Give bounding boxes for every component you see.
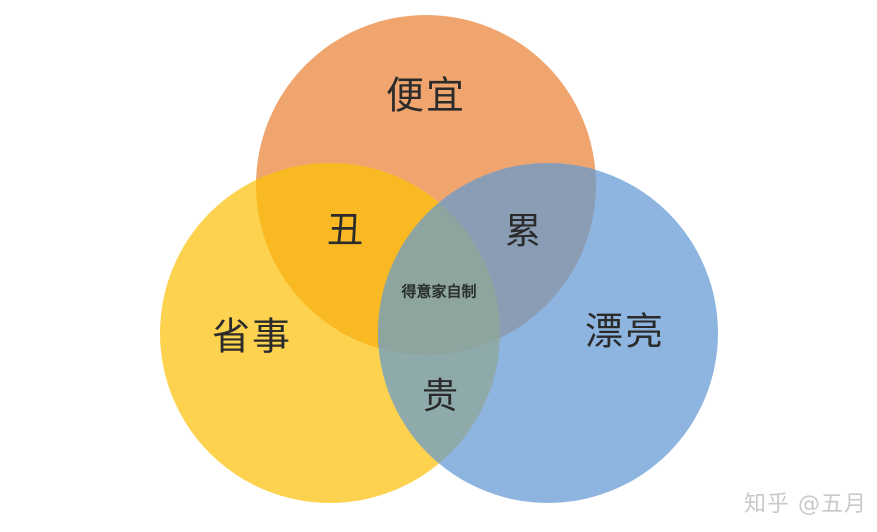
label-ugly: 丑 [326, 210, 364, 251]
label-center: 得意家自制 [401, 282, 477, 301]
overlap-center [378, 163, 500, 355]
watermark: 知乎 @五月 [744, 492, 867, 517]
label-easy: 省事 [211, 314, 293, 359]
label-cheap: 便宜 [385, 73, 467, 118]
label-tiring: 累 [504, 211, 542, 252]
label-pretty: 漂亮 [584, 309, 666, 354]
label-expensive: 贵 [421, 376, 459, 417]
